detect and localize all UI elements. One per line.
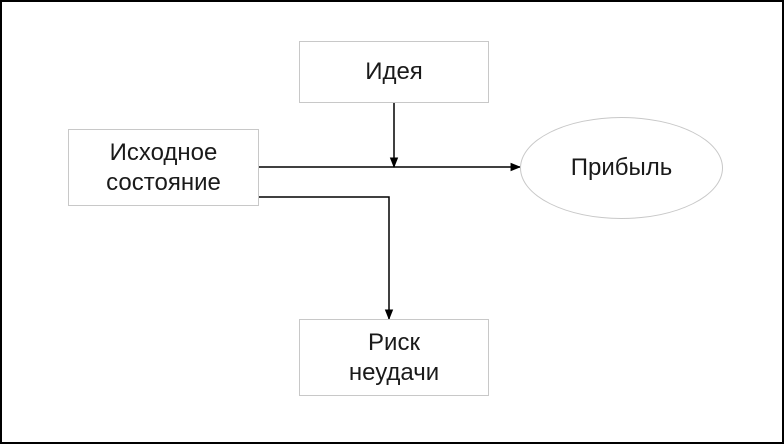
arrow-initial-to-risk xyxy=(259,196,394,321)
failure-risk-box: Риск неудачи xyxy=(299,319,489,396)
idea-label: Идея xyxy=(365,58,423,85)
idea-box: Идея xyxy=(299,41,489,103)
initial-state-label: Исходное состояние xyxy=(106,138,221,196)
profit-label: Прибыль xyxy=(570,154,673,181)
failure-risk-label: Риск неудачи xyxy=(348,328,440,386)
profit-ellipse: Прибыль xyxy=(520,117,723,219)
initial-state-box: Исходное состояние xyxy=(68,129,259,206)
